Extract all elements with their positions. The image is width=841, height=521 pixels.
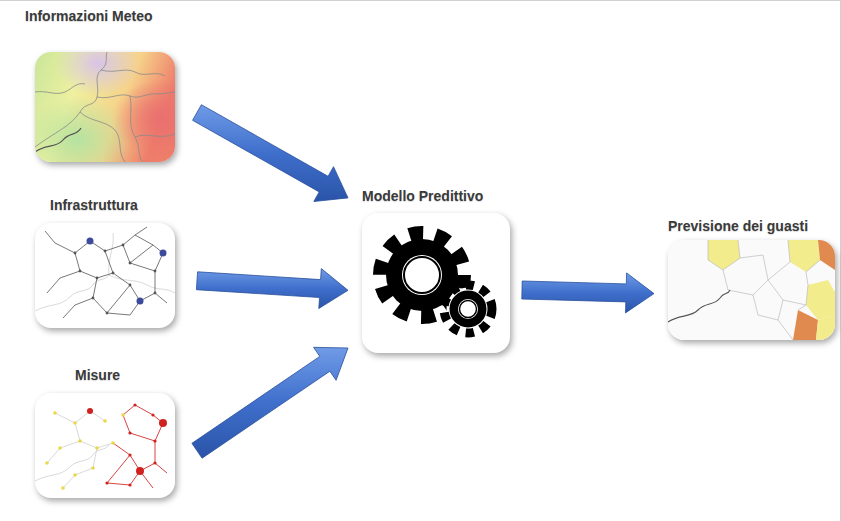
gear-icon [362, 213, 510, 353]
node-picture [35, 223, 175, 328]
network-map [35, 223, 175, 328]
block-arrow [192, 347, 348, 458]
node-picture [35, 393, 175, 498]
block-arrow [193, 105, 348, 202]
node-picture [362, 213, 510, 353]
node-heading: Infrastruttura [35, 197, 175, 213]
measurement-map [35, 393, 175, 498]
node-heading: Misure [35, 367, 175, 383]
node-heading: Modello Predittivo [362, 188, 510, 204]
block-arrow [522, 273, 654, 313]
predictive-model: Modello Predittivo [362, 188, 510, 353]
fault-forecast: Previsione dei guasti [668, 218, 835, 340]
infrastructure-input: Infrastruttura [35, 197, 175, 328]
measures-input: Misure [35, 367, 175, 498]
node-heading: Previsione dei guasti [668, 218, 835, 234]
weather-map [35, 52, 175, 162]
block-arrow [196, 269, 348, 309]
node-heading: Informazioni Meteo [25, 8, 175, 24]
node-picture [35, 52, 175, 162]
weather-input: Informazioni Meteo [25, 8, 175, 162]
node-picture [668, 240, 835, 340]
fault-forecast-map [668, 240, 835, 340]
